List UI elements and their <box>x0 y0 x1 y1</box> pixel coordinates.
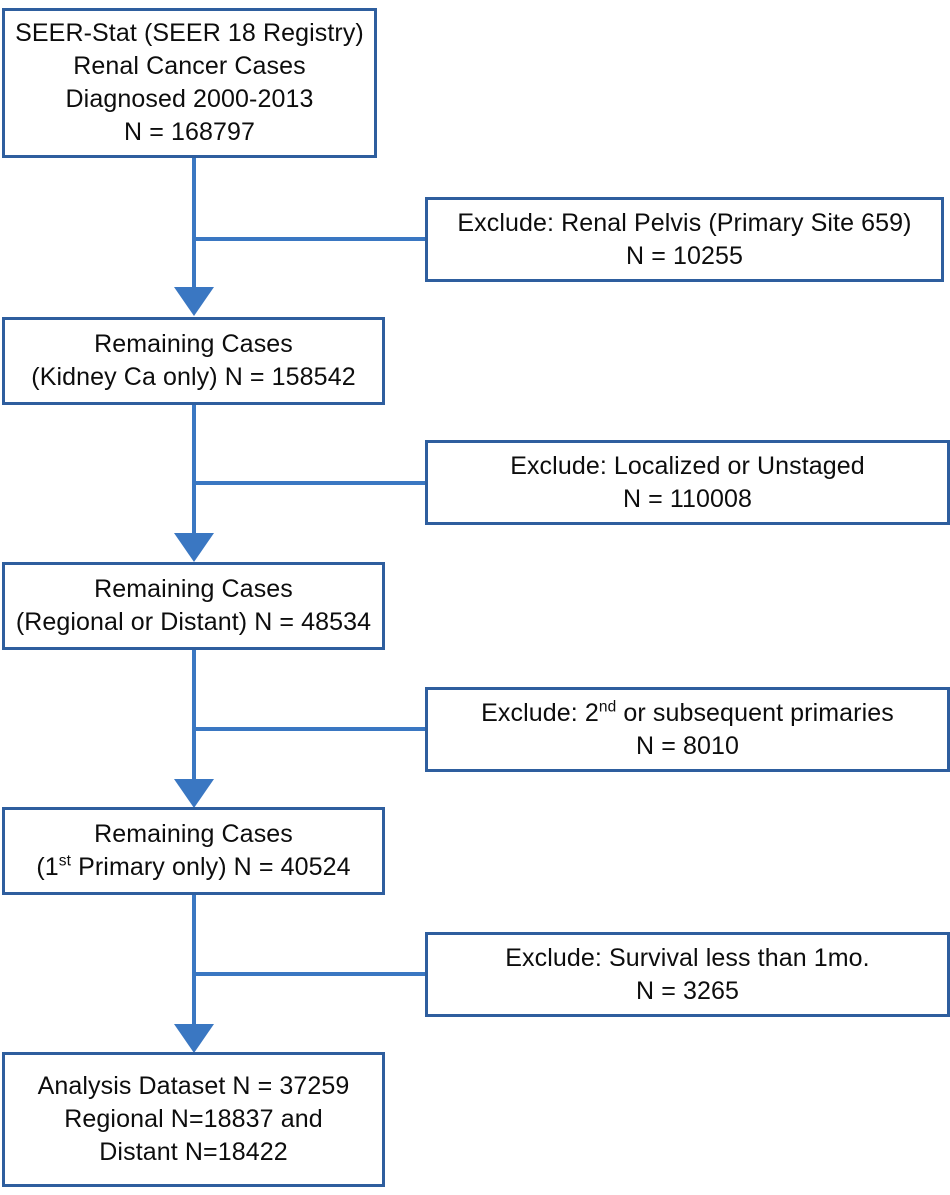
node-exclude-localized-unstaged: Exclude: Localized or Unstaged N = 11000… <box>425 440 950 525</box>
node-analysis-dataset-line-2: Regional N=18837 and <box>64 1105 323 1133</box>
node-remaining-regional-distant-line-2: (Regional or Distant) N = 48534 <box>15 608 372 636</box>
connector-branch-2 <box>192 481 427 485</box>
arrow-head-4 <box>174 1024 214 1053</box>
node-analysis-dataset: Analysis Dataset N = 37259 Regional N=18… <box>2 1052 385 1187</box>
node-exclude-second-primaries-line-1: Exclude: 2nd or subsequent primaries <box>436 697 939 730</box>
node-exclude-short-survival-line-1: Exclude: Survival less than 1mo. <box>505 943 870 972</box>
node-exclude-short-survival-text: Exclude: Survival less than 1mo. N = 326… <box>436 942 939 1008</box>
first-primary-post: Primary only) N = 40524 <box>71 853 351 881</box>
arrow-head-3 <box>174 779 214 808</box>
node-exclude-renal-pelvis: Exclude: Renal Pelvis (Primary Site 659)… <box>425 197 944 282</box>
node-exclude-renal-pelvis-line-2: N = 10255 <box>626 241 743 270</box>
first-primary-ordinal-suffix: st <box>58 852 72 870</box>
node-remaining-first-primary-text: Remaining Cases (1st Primary only) N = 4… <box>13 818 374 884</box>
node-remaining-regional-distant-line-1: Remaining Cases <box>94 575 293 603</box>
node-exclude-second-primaries-line-2: N = 8010 <box>636 731 739 760</box>
node-remaining-kidney-line-2: (Kidney Ca only) N = 158542 <box>31 363 356 391</box>
second-primaries-ordinal-suffix: nd <box>598 698 617 716</box>
node-exclude-short-survival: Exclude: Survival less than 1mo. N = 326… <box>425 932 950 1017</box>
connector-branch-3 <box>192 727 427 731</box>
node-source-cohort-text: SEER-Stat (SEER 18 Registry) Renal Cance… <box>13 17 366 149</box>
connector-branch-4 <box>192 972 427 976</box>
node-analysis-dataset-line-3: Distant N=18422 <box>99 1138 288 1166</box>
connector-vertical-2 <box>192 404 196 539</box>
node-exclude-renal-pelvis-text: Exclude: Renal Pelvis (Primary Site 659)… <box>436 207 933 273</box>
node-analysis-dataset-text: Analysis Dataset N = 37259 Regional N=18… <box>13 1070 374 1169</box>
first-primary-pre: (1 <box>36 853 59 881</box>
node-exclude-localized-unstaged-text: Exclude: Localized or Unstaged N = 11000… <box>436 450 939 516</box>
connector-vertical-3 <box>192 649 196 784</box>
second-primaries-pre: Exclude: 2 <box>481 698 599 727</box>
node-exclude-renal-pelvis-line-1: Exclude: Renal Pelvis (Primary Site 659) <box>457 208 912 237</box>
second-primaries-post: or subsequent primaries <box>616 698 894 727</box>
node-source-cohort-line-1: SEER-Stat (SEER 18 Registry) <box>15 19 364 47</box>
node-remaining-regional-distant-text: Remaining Cases (Regional or Distant) N … <box>13 573 374 639</box>
node-remaining-first-primary: Remaining Cases (1st Primary only) N = 4… <box>2 807 385 895</box>
node-source-cohort: SEER-Stat (SEER 18 Registry) Renal Cance… <box>2 8 377 158</box>
node-remaining-kidney: Remaining Cases (Kidney Ca only) N = 158… <box>2 317 385 405</box>
node-source-cohort-line-4: N = 168797 <box>124 118 255 146</box>
node-source-cohort-line-2: Renal Cancer Cases <box>73 52 306 80</box>
node-analysis-dataset-line-1: Analysis Dataset N = 37259 <box>37 1072 350 1100</box>
node-remaining-kidney-line-1: Remaining Cases <box>94 330 293 358</box>
node-remaining-kidney-text: Remaining Cases (Kidney Ca only) N = 158… <box>13 328 374 394</box>
node-exclude-localized-unstaged-line-2: N = 110008 <box>622 484 753 513</box>
arrow-head-2 <box>174 533 214 562</box>
node-exclude-second-primaries: Exclude: 2nd or subsequent primaries N =… <box>425 687 950 772</box>
arrow-head-1 <box>174 287 214 316</box>
connector-vertical-4 <box>192 894 196 1029</box>
node-remaining-regional-distant: Remaining Cases (Regional or Distant) N … <box>2 562 385 650</box>
node-exclude-short-survival-line-2: N = 3265 <box>636 976 739 1005</box>
connector-vertical-1 <box>192 157 196 292</box>
node-remaining-first-primary-line-1: Remaining Cases <box>94 820 293 848</box>
node-exclude-second-primaries-text: Exclude: 2nd or subsequent primaries N =… <box>436 697 939 763</box>
node-remaining-first-primary-line-2: (1st Primary only) N = 40524 <box>13 851 374 884</box>
node-source-cohort-line-3: Diagnosed 2000-2013 <box>65 85 314 113</box>
node-exclude-localized-unstaged-line-1: Exclude: Localized or Unstaged <box>510 451 865 480</box>
connector-branch-1 <box>192 237 427 241</box>
